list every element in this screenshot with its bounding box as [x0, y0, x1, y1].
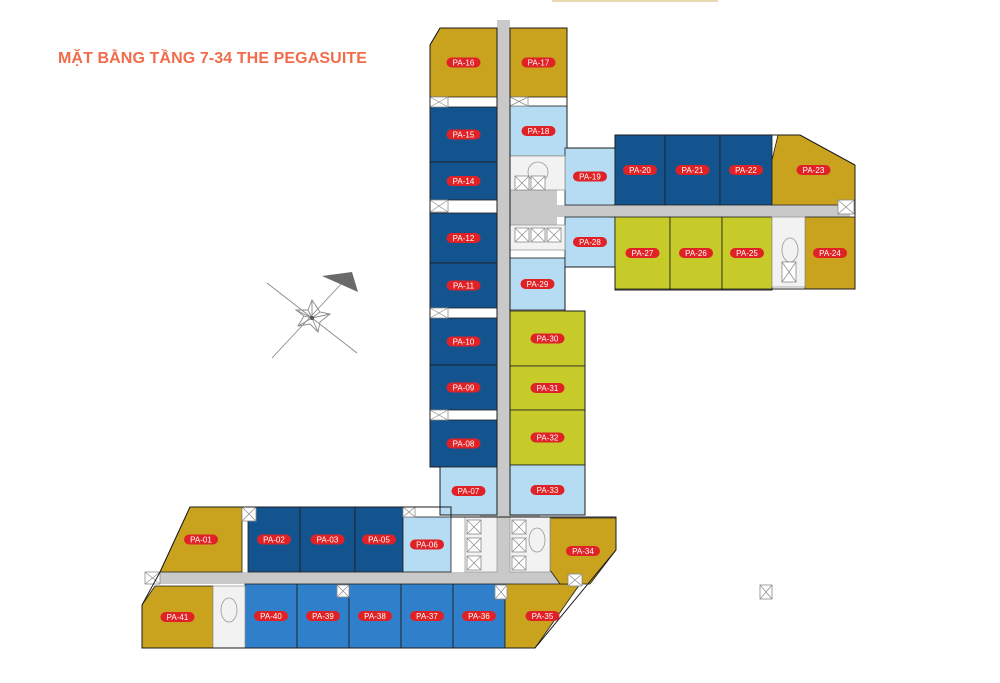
unit-label: PA-17: [521, 57, 556, 68]
unit-label: PA-24: [813, 248, 847, 258]
unit-label: PA-22: [729, 165, 763, 175]
unit-label: PA-30: [530, 333, 565, 344]
svg-text:PA-22: PA-22: [735, 166, 757, 175]
unit-label: PA-11: [446, 280, 481, 291]
svg-text:PA-05: PA-05: [368, 536, 390, 545]
unit-label: PA-01: [184, 534, 218, 545]
unit-label: PA-26: [679, 248, 713, 258]
unit-label: PA-14: [446, 176, 481, 186]
svg-text:PA-25: PA-25: [736, 249, 758, 258]
svg-text:PA-34: PA-34: [572, 547, 594, 556]
svg-text:PA-29: PA-29: [527, 280, 549, 289]
svg-text:PA-36: PA-36: [468, 612, 490, 621]
svg-text:PA-02: PA-02: [263, 536, 285, 545]
svg-text:PA-17: PA-17: [528, 59, 550, 68]
compass-rose-icon: [266, 282, 358, 359]
svg-text:PA-07: PA-07: [458, 487, 480, 496]
unit-label: PA-02: [257, 534, 291, 545]
svg-text:PA-23: PA-23: [803, 166, 825, 175]
svg-text:PA-30: PA-30: [537, 335, 559, 344]
svg-text:PA-24: PA-24: [819, 249, 841, 258]
svg-text:PA-14: PA-14: [453, 177, 475, 186]
unit-label: PA-29: [520, 279, 555, 289]
svg-text:PA-21: PA-21: [682, 166, 704, 175]
unit-label: PA-03: [310, 534, 345, 545]
svg-text:PA-32: PA-32: [537, 434, 559, 443]
corridors: [145, 20, 850, 584]
unit-label: PA-37: [410, 611, 444, 621]
unit-label: PA-28: [573, 237, 607, 247]
svg-text:PA-15: PA-15: [453, 131, 475, 140]
svg-text:PA-03: PA-03: [317, 536, 339, 545]
unit-label: PA-36: [462, 611, 496, 621]
unit-label: PA-16: [446, 57, 481, 68]
svg-text:PA-18: PA-18: [528, 127, 550, 136]
unit-label: PA-33: [530, 485, 565, 495]
unit-label: PA-40: [254, 611, 288, 621]
unit-label: PA-35: [525, 611, 560, 621]
unit-label: PA-21: [675, 165, 710, 175]
unit-label: PA-12: [446, 233, 481, 243]
svg-text:PA-38: PA-38: [364, 612, 386, 621]
svg-text:PA-39: PA-39: [312, 612, 334, 621]
svg-text:PA-16: PA-16: [453, 59, 475, 68]
unit-label: PA-19: [573, 171, 607, 182]
page-title: MẶT BẰNG TẦNG 7-34 THE PEGASUITE: [58, 50, 368, 67]
unit-label: PA-32: [530, 432, 565, 443]
unit-label: PA-09: [446, 382, 481, 393]
top-border-line: [552, 0, 718, 2]
unit-label: PA-06: [410, 539, 444, 550]
svg-text:PA-33: PA-33: [537, 486, 559, 495]
svg-text:PA-41: PA-41: [167, 613, 189, 622]
unit-label: PA-38: [358, 611, 392, 621]
unit-label: PA-23: [796, 165, 831, 175]
unit-label: PA-31: [530, 383, 565, 393]
unit-label: PA-25: [730, 248, 764, 258]
svg-text:PA-12: PA-12: [453, 234, 475, 243]
unit-label: PA-15: [446, 129, 481, 140]
unit-label: PA-05: [362, 534, 396, 545]
svg-text:PA-26: PA-26: [685, 249, 707, 258]
svg-text:PA-09: PA-09: [453, 384, 475, 393]
svg-text:PA-20: PA-20: [629, 166, 651, 175]
wall-outlines: [141, 27, 856, 649]
svg-text:PA-10: PA-10: [453, 338, 475, 347]
svg-text:PA-06: PA-06: [416, 541, 438, 550]
svg-text:PA-35: PA-35: [532, 612, 554, 621]
unit-label: PA-20: [623, 165, 657, 175]
unit-label: PA-39: [306, 611, 340, 621]
shaft-markers: [144, 96, 855, 600]
svg-text:PA-19: PA-19: [579, 173, 601, 182]
unit-label: PA-10: [446, 336, 481, 347]
svg-text:PA-11: PA-11: [453, 282, 475, 291]
unit-label: PA-27: [625, 248, 660, 258]
svg-text:PA-28: PA-28: [579, 238, 601, 247]
svg-text:PA-08: PA-08: [453, 440, 475, 449]
svg-text:PA-31: PA-31: [537, 384, 559, 393]
north-arrow-icon: [322, 272, 358, 292]
svg-text:PA-01: PA-01: [190, 536, 212, 545]
unit-label: PA-18: [521, 126, 556, 136]
svg-text:PA-40: PA-40: [260, 612, 282, 621]
unit-label: PA-08: [446, 438, 481, 449]
unit-label: PA-34: [566, 546, 600, 556]
svg-text:PA-37: PA-37: [416, 612, 438, 621]
unit-label: PA-07: [451, 486, 486, 496]
svg-text:PA-27: PA-27: [632, 249, 654, 258]
unit-label: PA-41: [160, 612, 195, 622]
